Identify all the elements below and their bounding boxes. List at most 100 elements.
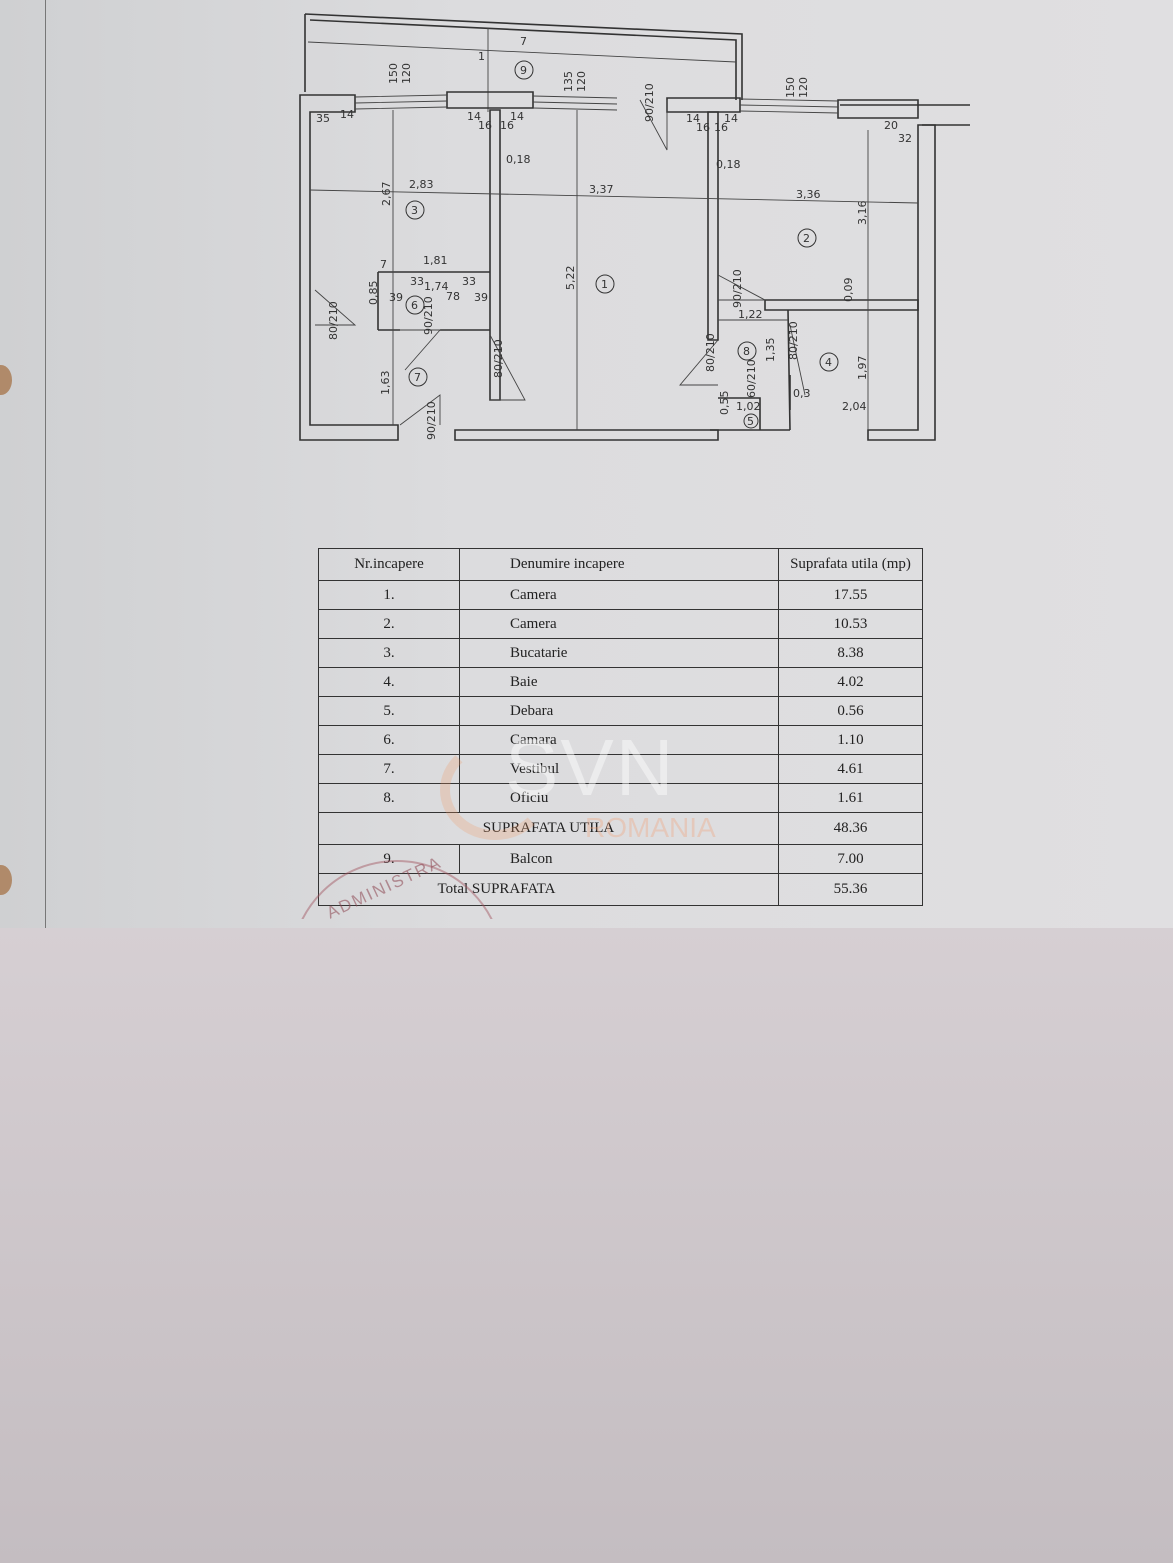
dimension-labels: 2,83 2,67 3,37 5,22 3,36 3,16 0,18 0,18 … [367, 153, 869, 415]
svg-text:16: 16 [696, 121, 710, 134]
window-labels: 150 120 135 120 150 120 [387, 63, 810, 98]
svg-text:3,37: 3,37 [589, 183, 614, 196]
balcony-length: 7 [520, 35, 527, 48]
svg-text:14: 14 [467, 110, 481, 123]
svg-text:33: 33 [410, 275, 424, 288]
svg-text:5,22: 5,22 [564, 266, 577, 291]
svg-text:0,18: 0,18 [716, 158, 741, 171]
floor-plan: 1 2 3 4 5 6 7 8 9 7 1 150 120 135 120 15… [299, 13, 970, 441]
svg-text:39: 39 [474, 291, 488, 304]
svg-text:1,74: 1,74 [424, 280, 449, 293]
svg-text:3,36: 3,36 [796, 188, 821, 201]
svg-text:1,35: 1,35 [764, 338, 777, 363]
room-number: 3 [411, 204, 418, 217]
room-number-markers: 1 2 3 4 5 6 7 8 9 [405, 60, 839, 429]
svg-text:16: 16 [500, 119, 514, 132]
interior-partitions [377, 271, 791, 431]
svg-text:78: 78 [446, 290, 460, 303]
svg-text:120: 120 [400, 63, 413, 84]
svg-text:120: 120 [575, 71, 588, 92]
room-number: 9 [520, 64, 527, 77]
svg-text:60/210: 60/210 [745, 359, 758, 398]
room-number: 2 [803, 232, 810, 245]
finger-tip [0, 865, 12, 895]
header-nr: Nr.incapere [318, 548, 460, 581]
room-number: 8 [743, 345, 750, 358]
area-table: Nr.incapere Denumire incapere Suprafata … [318, 548, 923, 906]
left-wall [299, 94, 399, 441]
room-number: 4 [825, 356, 832, 369]
header-name: Denumire incapere [459, 548, 779, 581]
svg-text:150: 150 [784, 77, 797, 98]
svg-text:90/210: 90/210 [643, 83, 656, 122]
svg-text:0,85: 0,85 [367, 281, 380, 306]
svg-text:135: 135 [562, 71, 575, 92]
svg-text:33: 33 [462, 275, 476, 288]
windows [354, 94, 839, 114]
svg-text:14: 14 [686, 112, 700, 125]
svg-text:0,09: 0,09 [842, 278, 855, 303]
header-area: Suprafata utila (mp) [778, 548, 923, 581]
svg-text:2,67: 2,67 [380, 182, 393, 207]
svg-text:80/210: 80/210 [787, 321, 800, 360]
room2-bottom-wall [764, 299, 919, 311]
svg-text:2,04: 2,04 [842, 400, 867, 413]
svg-text:14: 14 [340, 108, 354, 121]
total-area-value: 55.36 [778, 873, 923, 906]
balcony-dimension-line [307, 41, 737, 63]
balcony-width: 1 [478, 50, 485, 63]
room1-right-wall [707, 111, 719, 341]
room-number: 1 [601, 278, 608, 291]
neighbor-wall [840, 104, 970, 126]
pier-labels: 35 14 14 16 16 14 14 16 16 14 20 32 7 33… [316, 108, 912, 304]
svg-text:14: 14 [510, 110, 524, 123]
svg-text:1,81: 1,81 [423, 254, 448, 267]
balcony-outline [304, 13, 743, 100]
svg-text:16: 16 [714, 121, 728, 134]
door-swings [314, 99, 806, 426]
storage-walls [710, 375, 791, 431]
room-number: 5 [747, 415, 754, 428]
svg-text:120: 120 [797, 77, 810, 98]
svg-text:90/210: 90/210 [731, 269, 744, 308]
room-number: 6 [411, 299, 418, 312]
svg-text:20: 20 [884, 119, 898, 132]
svg-text:7: 7 [380, 258, 387, 271]
watermark-logo-icon [440, 740, 550, 840]
svg-text:90/210: 90/210 [425, 401, 438, 440]
svg-text:0,3: 0,3 [793, 387, 811, 400]
svg-text:0,55: 0,55 [718, 391, 731, 416]
svg-text:3,16: 3,16 [856, 201, 869, 226]
svg-text:80/210: 80/210 [327, 301, 340, 340]
svg-text:80/210: 80/210 [492, 339, 505, 378]
svg-text:0,18: 0,18 [506, 153, 531, 166]
svg-text:16: 16 [478, 119, 492, 132]
svg-text:90/210: 90/210 [422, 296, 435, 335]
right-wall [867, 124, 936, 441]
total-area-row: Total SUPRAFATA 55.36 [318, 873, 923, 906]
table-header-row: Nr.incapere Denumire incapere Suprafata … [318, 548, 923, 581]
svg-text:39: 39 [389, 291, 403, 304]
svg-text:2,83: 2,83 [409, 178, 434, 191]
svg-text:35: 35 [316, 112, 330, 125]
svg-text:150: 150 [387, 63, 400, 84]
useful-area-row: SUPRAFATA UTILA 48.36 [318, 812, 923, 845]
page-edge-line [45, 0, 46, 928]
svg-text:32: 32 [898, 132, 912, 145]
finger-tip [0, 365, 12, 395]
useful-area-value: 48.36 [778, 812, 923, 845]
svg-text:1,97: 1,97 [856, 356, 869, 381]
door-labels: 80/210 90/210 80/210 90/210 90/210 90/21… [327, 83, 800, 440]
svg-text:14: 14 [724, 112, 738, 125]
room-number: 7 [414, 371, 421, 384]
useful-area-label: SUPRAFATA UTILA [318, 812, 779, 845]
svg-text:1,63: 1,63 [379, 371, 392, 396]
